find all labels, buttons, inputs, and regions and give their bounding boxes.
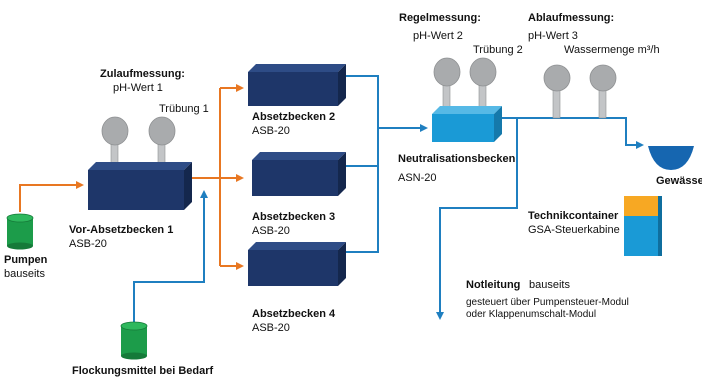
notleitung-line (436, 118, 518, 320)
sensor-truebung1 (148, 116, 176, 165)
vor-absetzbecken-tank (88, 162, 192, 210)
absetzbecken2-title: Absetzbecken 2 (252, 111, 336, 123)
flockungsmittel-title: Flockungsmittel bei Bedarf (72, 365, 214, 377)
ablauf-ph-label: pH-Wert 3 (528, 30, 578, 42)
neutral-out-line (502, 117, 644, 149)
absetzbecken3-out-line (346, 128, 379, 167)
notleitung-line2: oder Klappenumschalt-Modul (466, 309, 597, 320)
regel-ph-label: pH-Wert 2 (413, 30, 463, 42)
flockungsmittel-line (133, 190, 208, 322)
sensor-ph1 (101, 116, 129, 165)
flockungsmittel-cylinder-icon (120, 321, 148, 360)
gewaesser-label: Gewässer (656, 175, 702, 187)
vor-absetzbecken-title: Vor-Absetzbecken 1 (69, 224, 174, 236)
pumpen-title: Pumpen (4, 254, 48, 266)
technikcontainer-title: Technikcontainer (528, 210, 619, 222)
ablaufmessung-title: Ablaufmessung: (528, 12, 615, 24)
sensor-ph3 (543, 64, 571, 119)
absetzbecken4-out-line (346, 166, 379, 253)
pump-cylinder-icon (6, 213, 34, 250)
zulauf-truebung-label: Trübung 1 (159, 103, 209, 115)
absetzbecken3-tank (252, 152, 346, 196)
regel-truebung-label: Trübung 2 (473, 44, 523, 56)
absetzbecken2-sub: ASB-20 (252, 125, 290, 137)
absetzbecken4-tank (248, 242, 346, 286)
zulauf-ph-label: pH-Wert 1 (113, 82, 163, 94)
zulauf-title: Zulaufmessung: (100, 68, 185, 80)
absetzbecken2-tank (248, 64, 346, 106)
regelmessung-title: Regelmessung: (399, 12, 481, 24)
neutralisationsbecken-sub: ASN-20 (398, 172, 437, 184)
technikcontainer-sub: GSA-Steuerkabine (528, 224, 620, 236)
vor-absetzbecken-sub: ASB-20 (69, 238, 107, 250)
ablauf-wassermenge-label: Wassermenge m³/h (564, 44, 660, 56)
sensor-ph2 (433, 57, 461, 111)
absetzbecken2-out-line (346, 75, 379, 128)
sensor-truebung2 (469, 57, 497, 111)
blue-flow-lines (133, 75, 644, 322)
orange-flow-lines (19, 84, 244, 270)
absetzbecken4-title: Absetzbecken 4 (252, 308, 336, 320)
notleitung-title: Notleitung (466, 279, 521, 291)
absetzbecken4-sub: ASB-20 (252, 322, 290, 334)
technikcontainer-icon (624, 196, 662, 256)
absetzbecken3-title: Absetzbecken 3 (252, 211, 336, 223)
sensor-wassermenge (589, 64, 617, 119)
notleitung-sub: bauseits (529, 279, 570, 291)
pump-to-vorbecken-line (19, 181, 84, 212)
neutralisationsbecken-title: Neutralisationsbecken (398, 153, 516, 165)
absetzbecken3-sub: ASB-20 (252, 225, 290, 237)
gewaesser-basin-icon (648, 146, 694, 170)
pumpen-sub: bauseits (4, 268, 45, 280)
notleitung-line1: gesteuert über Pumpensteuer-Modul (466, 297, 629, 308)
neutralisationsbecken-tank (432, 106, 502, 142)
